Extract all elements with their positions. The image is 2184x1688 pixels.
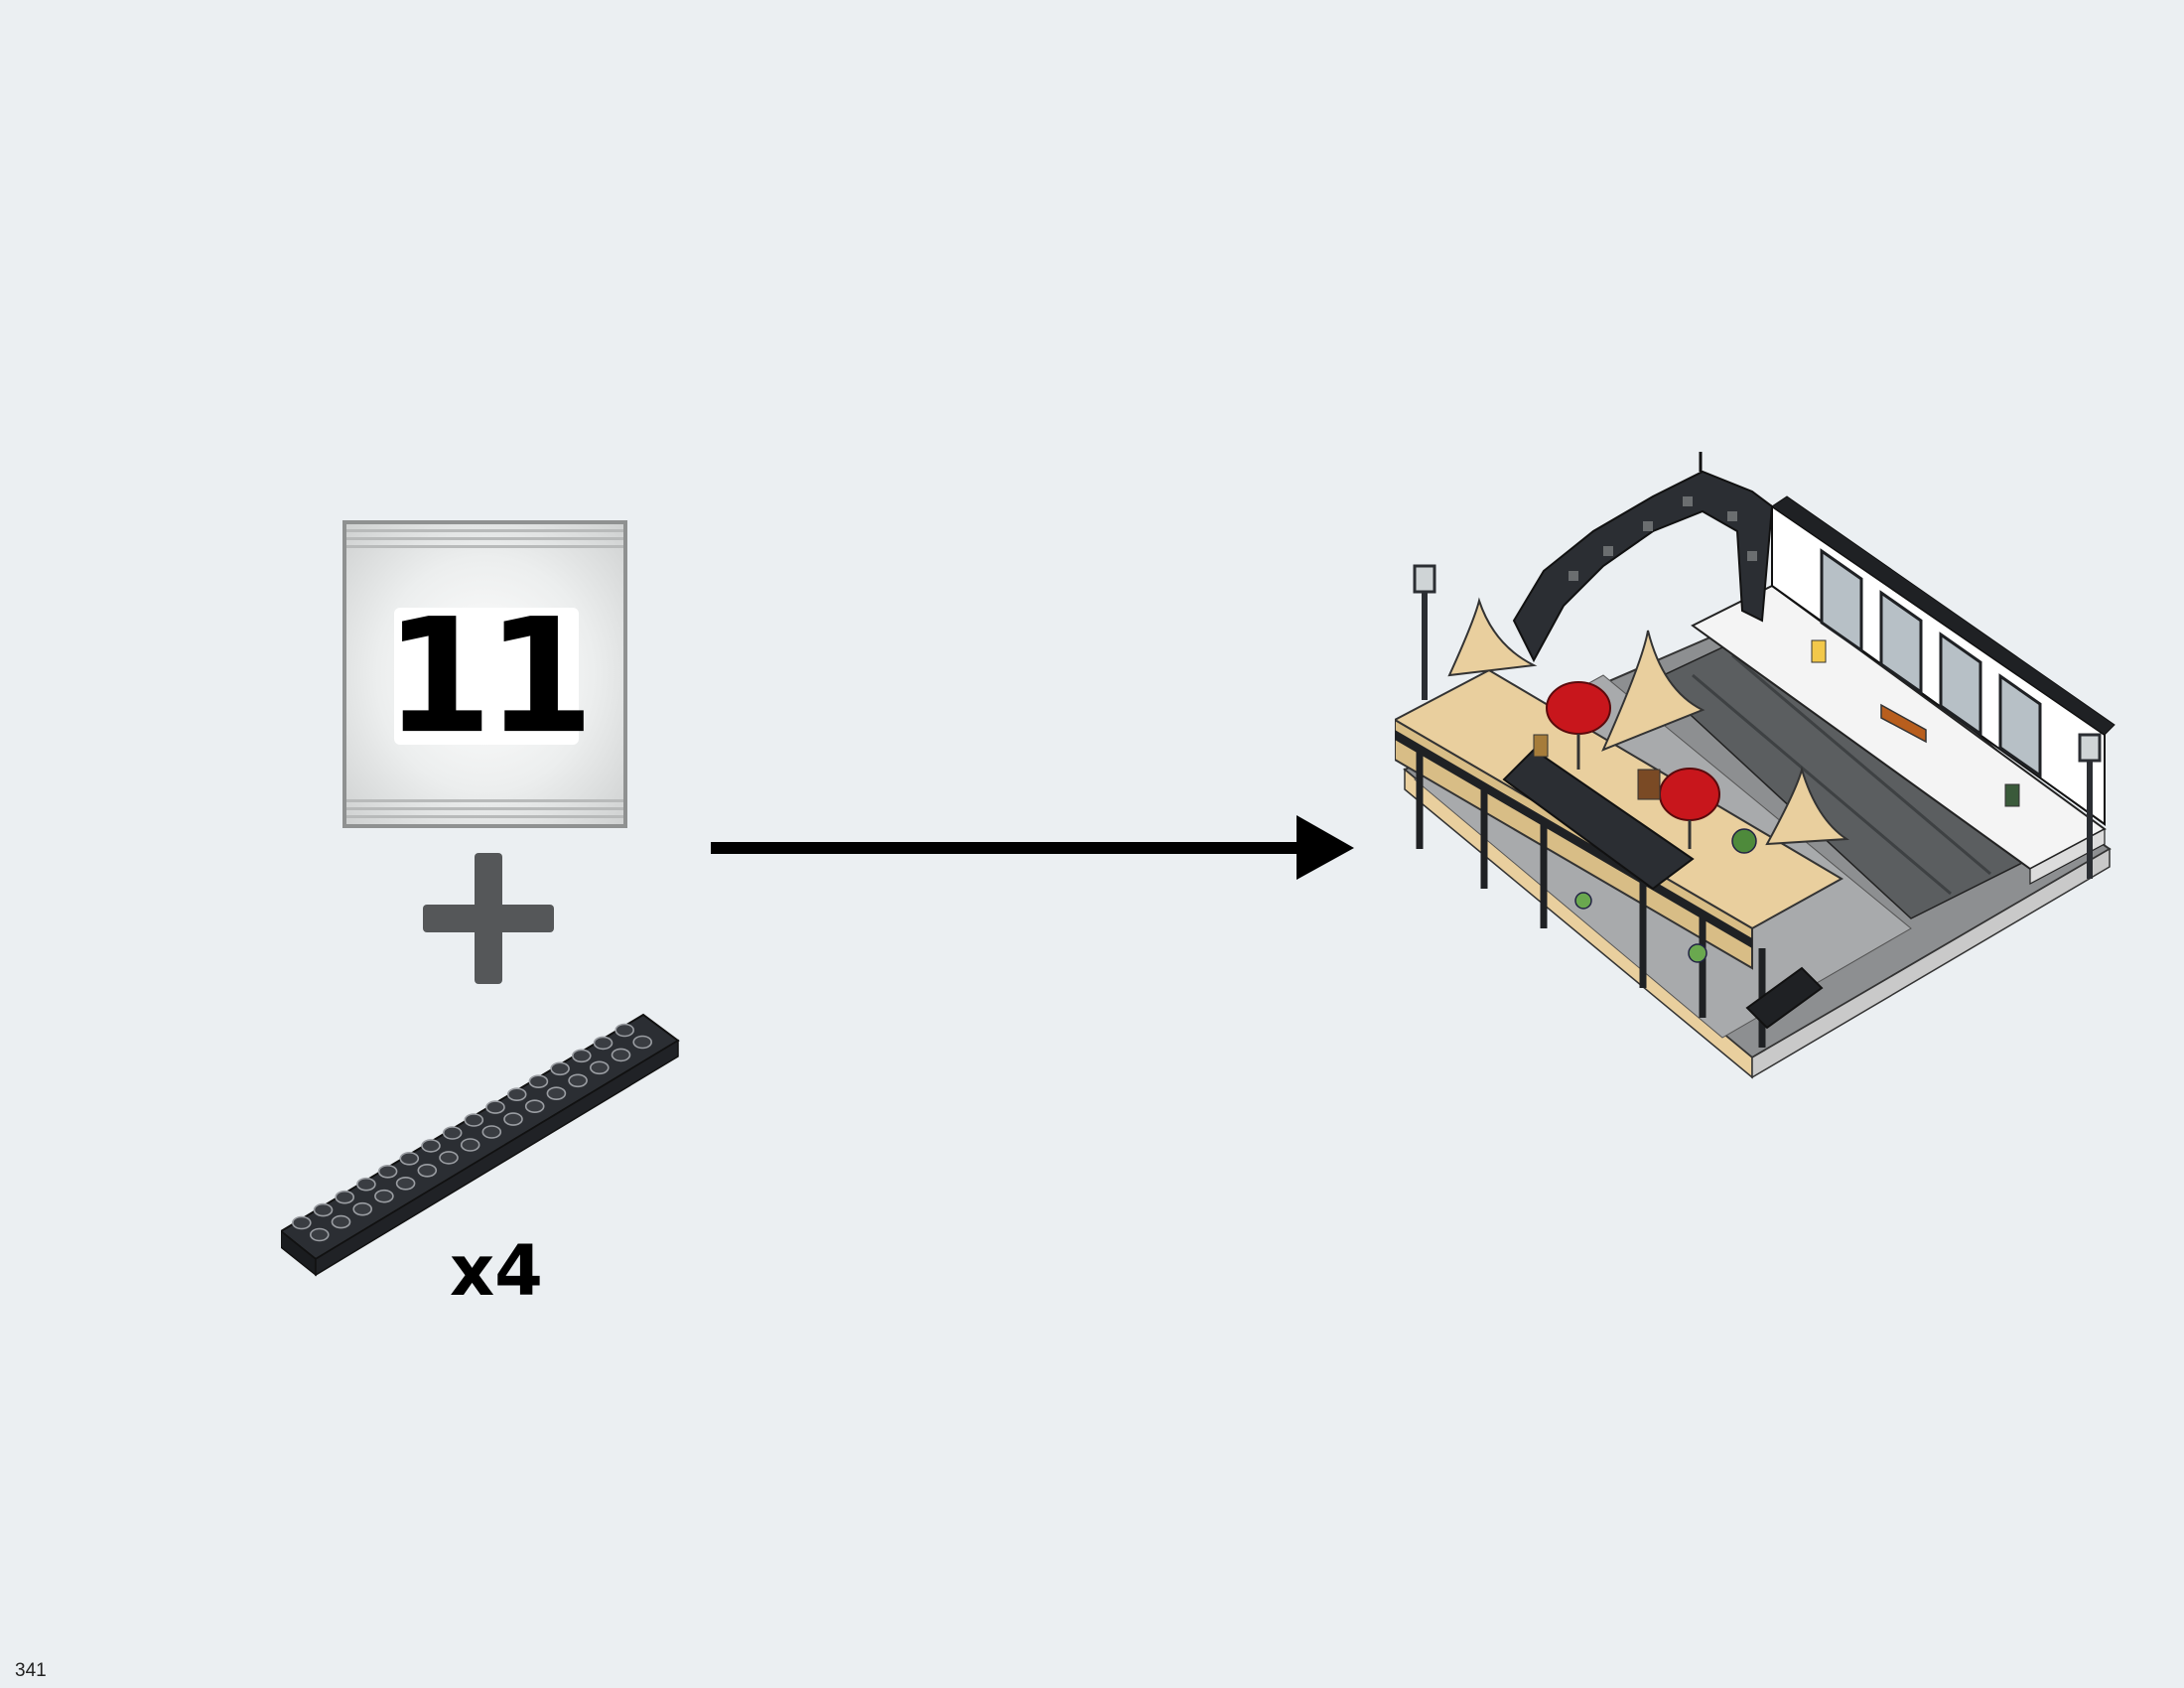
plate-stud xyxy=(399,1152,420,1166)
plate-stud xyxy=(589,1060,610,1075)
plate-stud xyxy=(568,1073,588,1088)
plate-stud xyxy=(611,1048,631,1062)
plate-part-image xyxy=(281,1013,680,1277)
plate-stud xyxy=(331,1214,351,1229)
bag-number: 11 xyxy=(384,584,594,769)
assembled-model-image xyxy=(1395,452,2116,1079)
plate-stud xyxy=(593,1036,614,1051)
plate-stud xyxy=(442,1126,463,1140)
plate-stud xyxy=(374,1189,394,1203)
plate-stud xyxy=(614,1023,635,1038)
plate-stud xyxy=(464,1113,484,1127)
plate-stud xyxy=(417,1164,438,1178)
plate-stud xyxy=(352,1201,372,1216)
plate-stud xyxy=(460,1138,480,1152)
plate-stud xyxy=(524,1099,545,1113)
plate-stud xyxy=(632,1035,653,1050)
bag-number-card: 11 xyxy=(342,520,627,828)
plate-stud xyxy=(550,1061,570,1076)
plate-stud xyxy=(571,1049,592,1063)
plus-icon xyxy=(423,853,554,984)
plate-stud xyxy=(546,1086,567,1100)
plate-stud xyxy=(439,1151,459,1165)
bag-number-box: 11 xyxy=(384,597,594,755)
plate-stud xyxy=(421,1139,441,1153)
plate-stud xyxy=(377,1165,398,1179)
plate-stud xyxy=(506,1087,527,1101)
plate-stud xyxy=(335,1190,354,1204)
plate-stud xyxy=(395,1177,416,1191)
plate-stud xyxy=(313,1202,334,1217)
right-arrow-icon xyxy=(711,815,1354,880)
plate-stud xyxy=(503,1112,523,1126)
plate-stud xyxy=(291,1215,312,1230)
plate-stud xyxy=(485,1100,505,1114)
bag-top-stripes xyxy=(346,524,623,554)
part-quantity: x4 xyxy=(450,1230,543,1312)
plate-stud xyxy=(528,1074,549,1088)
plate-stud xyxy=(309,1227,330,1242)
plate-stud xyxy=(356,1177,376,1192)
page-number: 341 xyxy=(15,1660,47,1681)
plate-stud xyxy=(481,1125,502,1139)
bag-bottom-stripes xyxy=(346,794,623,824)
